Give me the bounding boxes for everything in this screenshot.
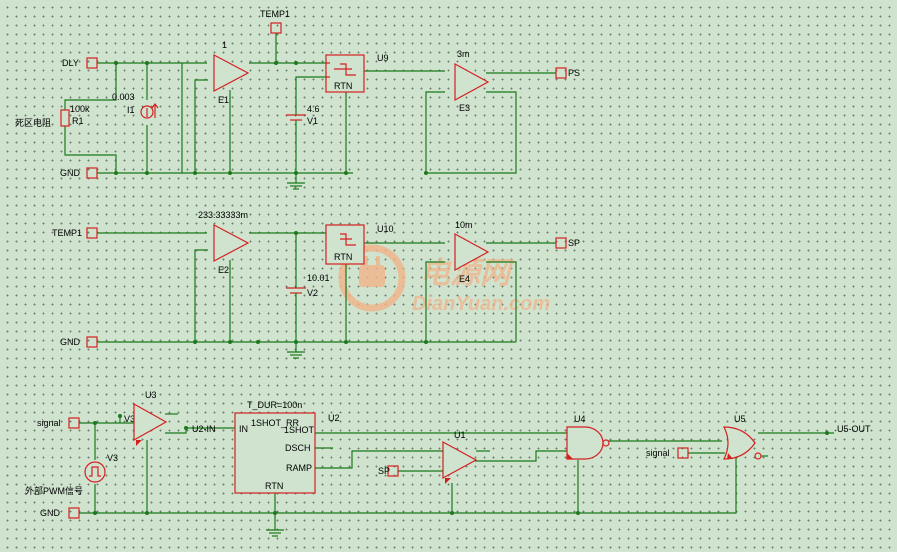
e1-ref: E1 xyxy=(218,95,229,105)
u2-pin-in: IN xyxy=(239,424,248,434)
i1-ref: I1 xyxy=(127,105,135,115)
schmitt-comparator-u10[interactable] xyxy=(325,224,365,265)
u3-ref: U3 xyxy=(145,390,157,400)
port-temp1-in-label: TEMP1 xyxy=(52,228,82,238)
r1-value: 100k xyxy=(70,104,90,114)
u5-out-net: U5-OUT xyxy=(837,424,871,434)
u2-name: 1SHOT_RR xyxy=(251,418,300,428)
amplifier-e2[interactable] xyxy=(213,224,250,262)
port-gnd-3-label: GND xyxy=(40,508,61,518)
port-sp-in[interactable] xyxy=(387,465,399,477)
comparator-u3[interactable] xyxy=(133,402,168,442)
ground-symbol-3 xyxy=(266,529,284,537)
port-gnd-2-label: GND xyxy=(60,337,81,347)
port-ps-label: PS xyxy=(568,68,580,78)
port-dly-label: DLY xyxy=(62,58,79,68)
u2-in-net: U2-IN xyxy=(192,424,216,434)
current-source-i1[interactable] xyxy=(140,103,159,119)
v1-value: 4.6 xyxy=(307,104,320,114)
nor-gate-u5[interactable] xyxy=(723,426,762,460)
oneshot-u2[interactable] xyxy=(234,412,316,494)
port-sp[interactable] xyxy=(555,237,567,249)
port-signal-2-label: signal xyxy=(646,448,670,458)
comparator-u1[interactable] xyxy=(442,440,478,480)
r1-ref: R1 xyxy=(72,116,84,126)
port-signal-1[interactable] xyxy=(68,417,80,429)
e2-gain: 233.33333m xyxy=(198,210,248,220)
e3-gain: 3m xyxy=(457,49,470,59)
port-sp-in-label: SP xyxy=(378,466,390,476)
r1-note: 死区电阻 xyxy=(15,117,51,128)
ground-symbol-1 xyxy=(287,182,305,190)
voltage-source-v2[interactable] xyxy=(286,278,306,300)
port-temp1-top[interactable] xyxy=(270,22,282,34)
port-temp1-in[interactable] xyxy=(86,227,98,239)
dianyuan-watermark-logo xyxy=(338,244,406,312)
port-ps[interactable] xyxy=(555,67,567,79)
port-gnd-2[interactable] xyxy=(86,336,98,348)
u5-ref: U5 xyxy=(734,414,746,424)
amplifier-e3[interactable] xyxy=(454,62,490,102)
voltage-source-v1[interactable] xyxy=(286,105,306,129)
amplifier-e1[interactable] xyxy=(213,54,250,92)
i1-value: 0.003 xyxy=(112,92,135,102)
u4-ref: U4 xyxy=(574,414,586,424)
u2-param: T_DUR=100n xyxy=(247,400,302,410)
watermark-english-text: DianYuan.com xyxy=(412,293,550,315)
pulse-source-v3[interactable] xyxy=(84,461,106,483)
section-sp: TEMP1 GND SP 233.33333m E2 10.01 V2 RTN … xyxy=(52,210,580,359)
port-gnd-1-label: GND xyxy=(60,168,81,178)
schmitt-comparator-u9[interactable] xyxy=(325,54,365,93)
port-signal-2[interactable] xyxy=(677,447,689,459)
section-pwm-logic: signal GND V3 外部PWM信号 V3-pos U3 U2-IN T_… xyxy=(25,390,871,537)
port-gnd-3[interactable] xyxy=(68,507,80,519)
u9-rtn: RTN xyxy=(334,81,352,91)
e1-gain: 1 xyxy=(222,40,227,50)
u10-ref: U10 xyxy=(377,224,394,234)
nand-gate-u4[interactable] xyxy=(566,426,610,460)
v2-ref: V2 xyxy=(307,288,318,298)
v2-value: 10.01 xyxy=(307,273,330,283)
resistor-r1[interactable] xyxy=(60,109,70,127)
u2-ref: U2 xyxy=(328,413,340,423)
amplifier-e4[interactable] xyxy=(454,232,490,272)
port-sp-label: SP xyxy=(568,238,580,248)
u2-pin-rtn: RTN xyxy=(265,481,283,491)
section-deadtime-ps: DLY GND TEMP1 PS 100k R1 死区电阻 0.003 I1 1… xyxy=(15,9,580,190)
u1-ref: U1 xyxy=(454,430,466,440)
ground-symbol-2 xyxy=(287,351,305,359)
v1-ref: V1 xyxy=(307,116,318,126)
port-temp1-top-label: TEMP1 xyxy=(260,9,290,19)
u2-pin-dsch: DSCH xyxy=(285,443,311,453)
u10-rtn: RTN xyxy=(334,252,352,262)
port-gnd-1[interactable] xyxy=(86,167,98,179)
u2-pin-1shot: 1SHOT xyxy=(284,425,315,435)
port-signal-1-label: signal xyxy=(37,418,61,428)
u9-ref: U9 xyxy=(377,53,389,63)
v3-note: 外部PWM信号 xyxy=(25,485,83,496)
e2-ref: E2 xyxy=(218,265,229,275)
u2-pin-ramp: RAMP xyxy=(286,463,312,473)
e4-ref: E4 xyxy=(459,274,470,284)
e4-gain: 10m xyxy=(455,220,473,230)
v3-ref: V3 xyxy=(107,453,118,463)
port-dly[interactable] xyxy=(86,57,98,69)
e3-ref: E3 xyxy=(459,103,470,113)
